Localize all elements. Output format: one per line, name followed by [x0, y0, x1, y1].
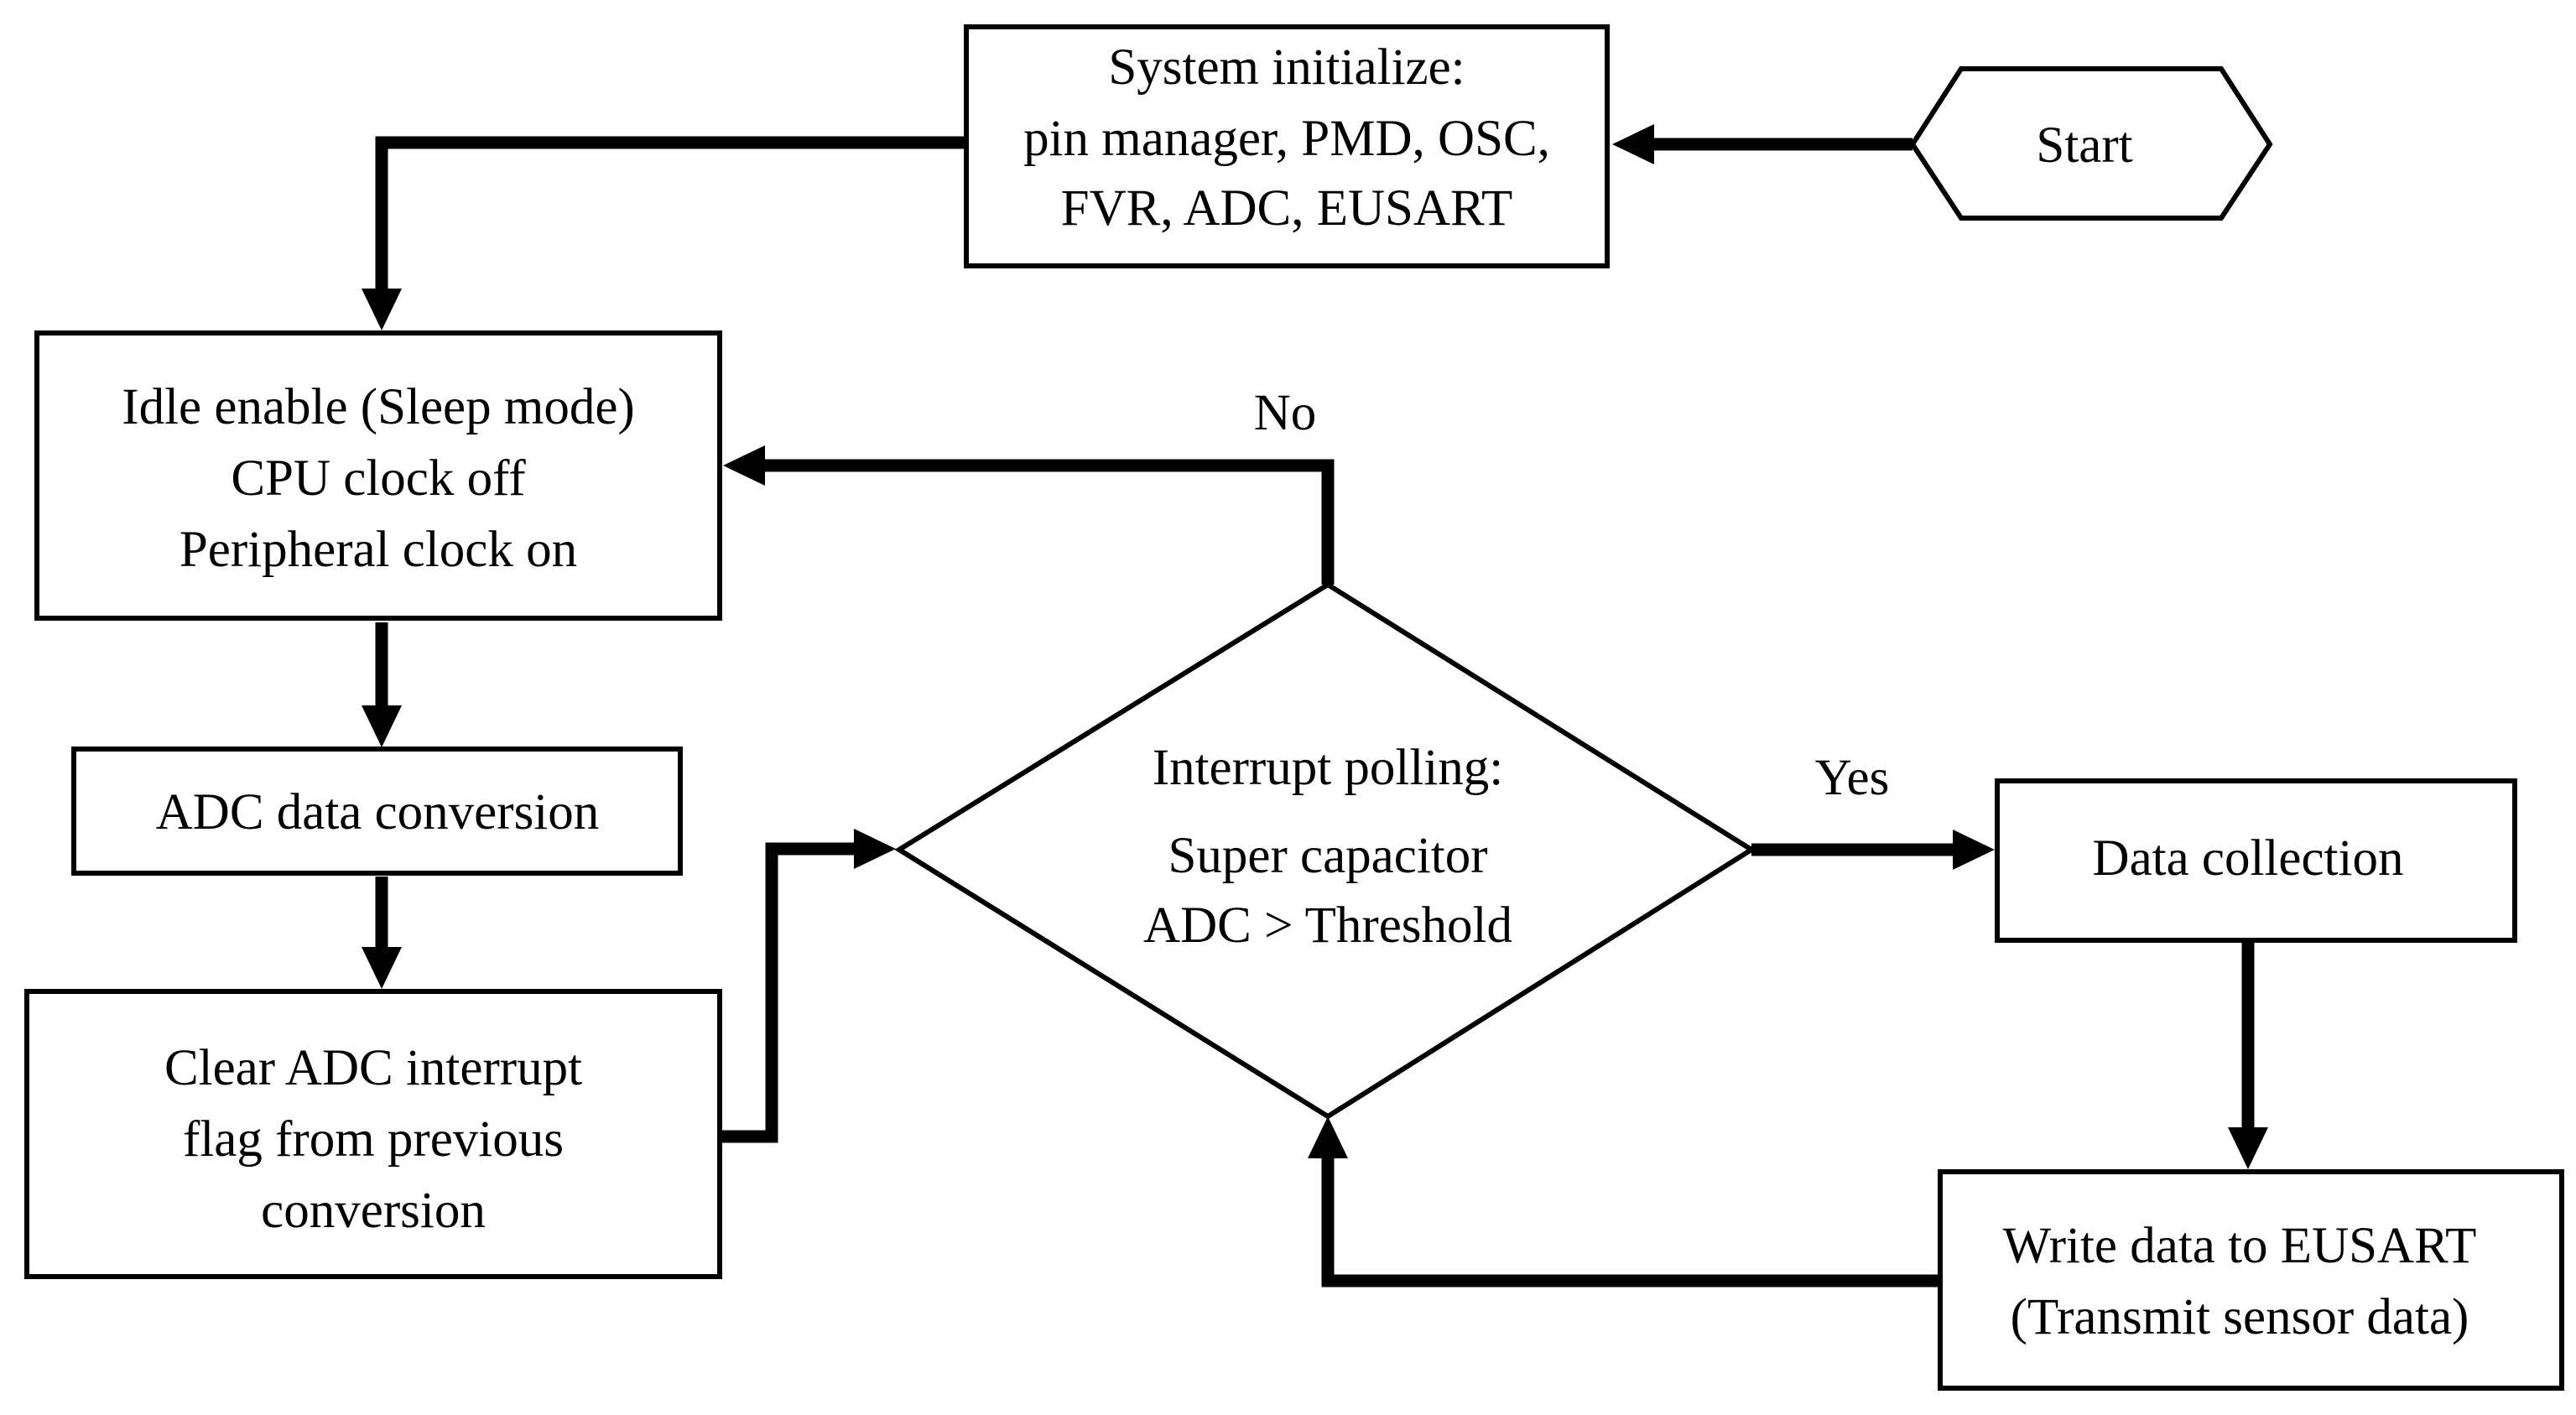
decision-line-3: ADC > Threshold [1143, 897, 1512, 954]
edge-clear-to-decision [721, 829, 896, 1143]
edge-collect-to-write [2228, 939, 2268, 1169]
adc-conversion-box: ADC data conversion [71, 747, 683, 876]
decision-line-1: Interrupt polling: [1153, 740, 1503, 796]
write-line-1: Write data to EUSART [2003, 1218, 2477, 1274]
decision-line-2: Super capacitor [1168, 828, 1487, 884]
idle-line-3: Peripheral clock on [180, 522, 577, 578]
edge-idle-to-adc [362, 622, 402, 747]
idle-enable-box: Idle enable (Sleep mode) CPU clock off P… [34, 330, 722, 621]
edge-adc-to-clear [362, 877, 402, 989]
init-line-2: pin manager, PMD, OSC, [1023, 111, 1550, 167]
idle-line-1: Idle enable (Sleep mode) [122, 379, 634, 435]
interrupt-polling-decision: Interrupt polling: Super capacitor ADC >… [894, 581, 1756, 1120]
init-line-3: FVR, ADC, EUSART [1061, 180, 1513, 237]
idle-line-2: CPU clock off [231, 450, 526, 507]
edge-init-to-idle [362, 136, 965, 330]
adc-conversion-label: ADC data conversion [156, 784, 600, 840]
write-eusart-box: Write data to EUSART (Transmit sensor da… [1938, 1169, 2564, 1391]
clear-line-2: flag from previous [183, 1111, 564, 1168]
data-collection-box: Data collection [1995, 778, 2517, 943]
yes-label: Yes [1815, 750, 1890, 806]
system-initialize-box: System initialize: pin manager, PMD, OSC… [964, 24, 1610, 268]
edge-decision-no-to-idle [723, 445, 1335, 585]
start-node: Start [1909, 66, 2273, 221]
edge-write-to-decision [1308, 1116, 1938, 1288]
edge-decision-yes-to-collect [1751, 830, 1995, 870]
start-label: Start [2036, 117, 2132, 174]
write-line-2: (Transmit sensor data) [2011, 1289, 2469, 1345]
clear-line-3: conversion [261, 1183, 486, 1239]
data-collection-label: Data collection [2093, 830, 2404, 887]
clear-line-1: Clear ADC interrupt [164, 1040, 582, 1096]
clear-flag-box: Clear ADC interrupt flag from previous c… [24, 989, 722, 1279]
edge-start-to-init [1612, 124, 1912, 164]
no-label: No [1254, 385, 1317, 441]
init-line-1: System initialize: [1108, 39, 1465, 96]
